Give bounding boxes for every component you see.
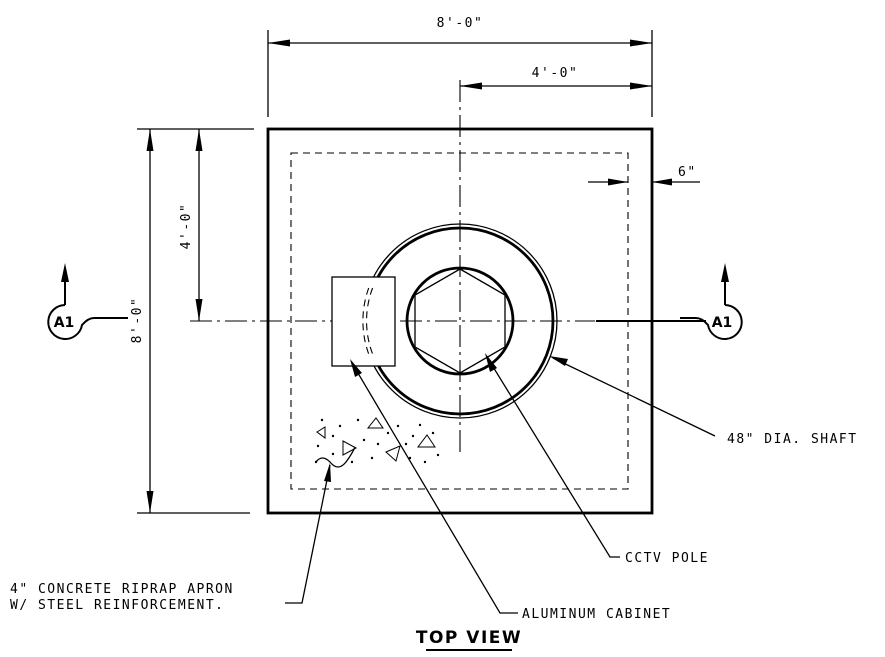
section-marker-right-label: A1: [712, 315, 733, 331]
dim-arrow: [630, 39, 652, 47]
apron-break-symbol: [315, 446, 356, 468]
leader-arrow: [549, 356, 568, 366]
section-marker-left: A1: [47, 263, 128, 340]
hidden-shaft-arc-outer: [362, 287, 370, 355]
hidden-shaft-arc-inner: [366, 287, 374, 355]
pole-leader: [486, 356, 620, 558]
dim-arrow: [652, 178, 672, 186]
cabinet-leader: [351, 362, 518, 614]
apron-callout-line1: 4" CONCRETE RIPRAP APRON: [10, 582, 234, 597]
shaft-leader: [552, 357, 716, 437]
dim-arrow: [460, 82, 482, 90]
half-width-label: 4'-0": [532, 66, 579, 81]
section-marker-right: A1: [680, 263, 743, 340]
dim-arrow: [146, 129, 154, 151]
section-marker-left-label: A1: [54, 315, 75, 331]
dim-arrow: [195, 129, 203, 151]
dim-arrow: [195, 299, 203, 321]
cabinet-callout-label: ALUMINUM CABINET: [522, 607, 671, 622]
pole-base-circle: [405, 266, 515, 376]
leader-arrow: [485, 353, 497, 372]
pole-hexagon: [414, 268, 506, 374]
aluminum-cabinet-outline: [331, 276, 396, 367]
pole-callout-label: CCTV POLE: [625, 551, 709, 566]
apron-leader: [285, 464, 331, 604]
leader-arrow: [350, 359, 362, 377]
leader-arrow: [324, 463, 331, 482]
view-title: TOP VIEW: [416, 628, 522, 648]
cover-label: 6": [678, 165, 697, 180]
overall-height-label: 8'-0": [130, 297, 145, 344]
apron-callout-line2: W/ STEEL REINFORCEMENT.: [10, 598, 225, 613]
half-height-label: 4'-0": [179, 203, 194, 250]
dim-arrow: [146, 491, 154, 513]
dim-arrow: [268, 39, 290, 47]
dim-arrow: [608, 178, 628, 186]
shaft-callout-label: 48" DIA. SHAFT: [727, 432, 858, 447]
overall-width-label: 8'-0": [437, 16, 484, 31]
dim-arrow: [630, 82, 652, 90]
riprap-aggregate-hatch: [314, 417, 440, 464]
